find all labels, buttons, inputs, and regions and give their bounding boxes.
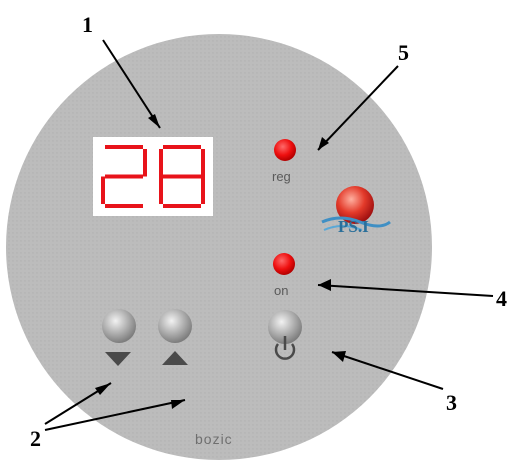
reg-indicator: reg [272,139,296,184]
callout-line-4 [317,284,494,297]
segment-a [105,145,143,149]
reg-label: reg [272,169,291,184]
callout-3: 3 [446,390,457,415]
psi-logo: PS.I [321,186,391,236]
segment-g [105,174,143,179]
reg-led [274,139,296,161]
segment-e [159,176,163,204]
on-label: on [274,283,288,298]
logo-text: PS.I [338,217,369,236]
triangle-up-icon [162,351,188,365]
callout-5: 5 [398,40,409,65]
segment-f [159,149,163,177]
temperature-display [93,137,213,216]
callout-arrowheads [95,114,346,409]
segment-c [201,176,205,204]
segment-b [143,149,147,177]
display-digits [101,145,205,208]
up-button[interactable] [158,309,192,365]
segment-a [163,145,201,149]
callout-line-1 [102,39,161,129]
triangle-down-icon [105,352,131,366]
callout-line-2b [44,399,186,431]
callout-line-5 [317,65,399,151]
on-led [273,253,295,275]
segment-d [163,204,201,208]
brand-label: bozic [195,431,233,447]
power-icon [274,336,296,360]
callout-1: 1 [82,12,93,37]
segment-d [105,204,143,208]
callout-4: 4 [496,286,507,311]
segment-e [101,176,105,204]
down-button[interactable] [102,309,136,366]
callout-2: 2 [30,426,41,451]
callout-line-3 [331,351,444,390]
callout-lines [44,39,494,431]
segment-g [163,174,201,179]
segment-b [201,149,205,177]
on-indicator: on [273,253,295,298]
power-button[interactable] [268,310,302,360]
